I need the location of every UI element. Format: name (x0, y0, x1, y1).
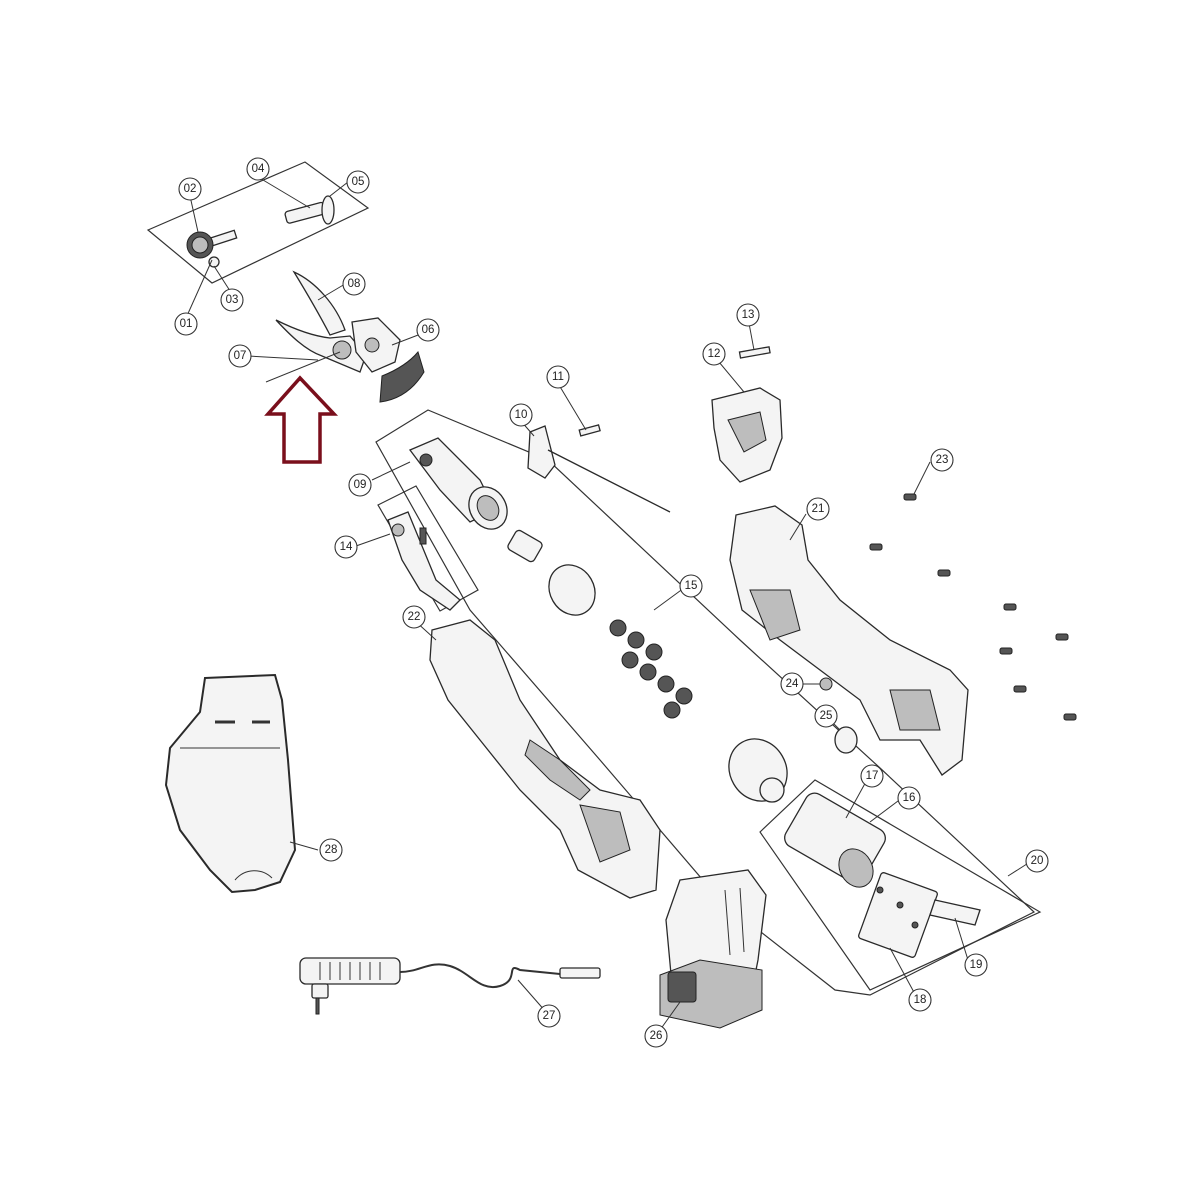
svg-text:11: 11 (552, 371, 564, 383)
callout-18: 18 (908, 988, 932, 1012)
nut-24 (819, 677, 833, 691)
callout-26: 26 (644, 1024, 668, 1048)
svg-text:12: 12 (708, 348, 721, 360)
svg-text:15: 15 (685, 580, 698, 592)
svg-text:16: 16 (903, 792, 916, 804)
svg-text:22: 22 (408, 611, 421, 623)
svg-text:21: 21 (812, 503, 825, 515)
svg-text:08: 08 (348, 278, 361, 290)
gear-assembly (186, 229, 238, 268)
callout-02: 02 (178, 177, 202, 201)
svg-text:28: 28 (325, 844, 338, 856)
callout-09: 09 (348, 473, 372, 497)
callout-13: 13 (736, 303, 760, 327)
callout-25: 25 (814, 704, 838, 728)
holster (164, 673, 297, 894)
svg-text:01: 01 (180, 318, 193, 330)
callout-28: 28 (319, 838, 343, 862)
callout-14: 14 (334, 535, 358, 559)
callout-15: 15 (679, 574, 703, 598)
callout-11: 11 (546, 365, 570, 389)
housing-right (729, 505, 969, 776)
svg-text:19: 19 (970, 959, 983, 971)
frame-gear-group (146, 161, 370, 284)
up-arrow-icon (264, 375, 339, 464)
frame-main-shaft-group (375, 409, 1036, 996)
latch-plate (527, 425, 556, 479)
svg-text:07: 07 (234, 350, 247, 362)
pivot-pin (284, 195, 335, 225)
motor (784, 792, 886, 888)
callout-03: 03 (220, 288, 244, 312)
charger (299, 957, 601, 1015)
svg-text:26: 26 (650, 1030, 663, 1042)
svg-text:09: 09 (354, 479, 367, 491)
svg-text:13: 13 (742, 309, 755, 321)
callout-10: 10 (509, 403, 533, 427)
svg-text:04: 04 (252, 163, 265, 175)
callout-27: 27 (537, 1004, 561, 1028)
housing-left (429, 619, 661, 899)
bushing-25 (834, 726, 858, 754)
trigger (387, 511, 461, 611)
callout-06: 06 (416, 318, 440, 342)
callout-17: 17 (860, 764, 884, 788)
callout-22: 22 (402, 605, 426, 629)
svg-text:02: 02 (184, 183, 197, 195)
svg-text:20: 20 (1031, 855, 1044, 867)
callout-23: 23 (930, 448, 954, 472)
svg-text:14: 14 (340, 541, 353, 553)
svg-text:18: 18 (914, 994, 927, 1006)
screw-11 (578, 424, 601, 437)
callout-05: 05 (346, 170, 370, 194)
frame-motor-group (759, 779, 1042, 991)
callout-24: 24 (780, 672, 804, 696)
trigger-cover (711, 346, 783, 483)
upper-blade (292, 270, 346, 336)
circuit-board (858, 872, 981, 958)
svg-text:10: 10 (515, 409, 528, 421)
drive-internals (507, 529, 788, 803)
callout-07: 07 (228, 344, 252, 368)
svg-text:23: 23 (936, 454, 949, 466)
svg-text:03: 03 (226, 294, 239, 306)
callout-16: 16 (897, 786, 921, 810)
svg-text:06: 06 (422, 324, 435, 336)
housing-screws (869, 493, 1077, 721)
svg-text:25: 25 (820, 710, 833, 722)
svg-text:05: 05 (352, 176, 365, 188)
svg-text:24: 24 (786, 678, 799, 690)
svg-text:27: 27 (543, 1010, 556, 1022)
callout-08: 08 (342, 272, 366, 296)
callout-20: 20 (1025, 849, 1049, 873)
callout-19: 19 (964, 953, 988, 977)
svg-text:17: 17 (866, 770, 879, 782)
callout-21: 21 (806, 497, 830, 521)
head-casting (408, 437, 508, 530)
callout-04: 04 (246, 157, 270, 181)
callout-01: 01 (174, 312, 198, 336)
callout-12: 12 (702, 342, 726, 366)
gear-sector (351, 317, 425, 403)
battery-pack (659, 869, 767, 1029)
